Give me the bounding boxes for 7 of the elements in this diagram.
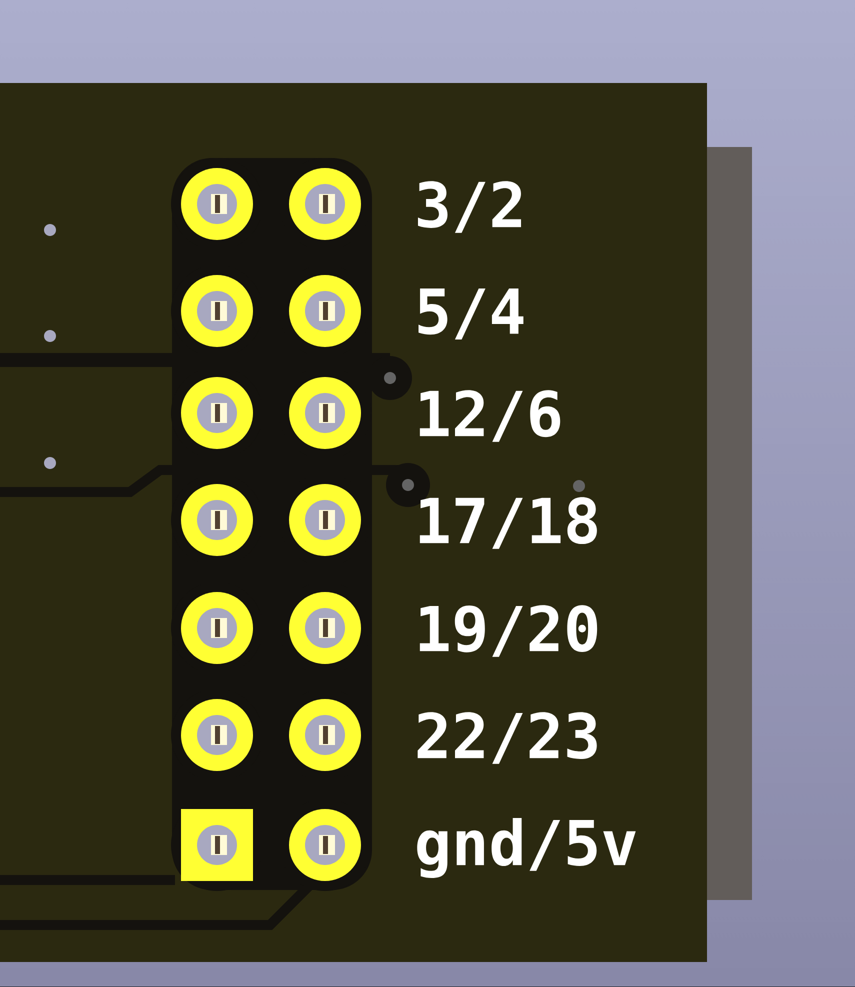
pin-label: 22/23	[418, 712, 597, 764]
pin-label: 19/20	[420, 605, 598, 657]
pin-label: 17/18	[420, 497, 597, 549]
pin-label: 5/4	[418, 288, 524, 340]
pin-label: 3/2	[418, 181, 522, 233]
pin-label: gnd/5v	[417, 818, 636, 878]
pin-label: 12/6	[420, 390, 560, 442]
